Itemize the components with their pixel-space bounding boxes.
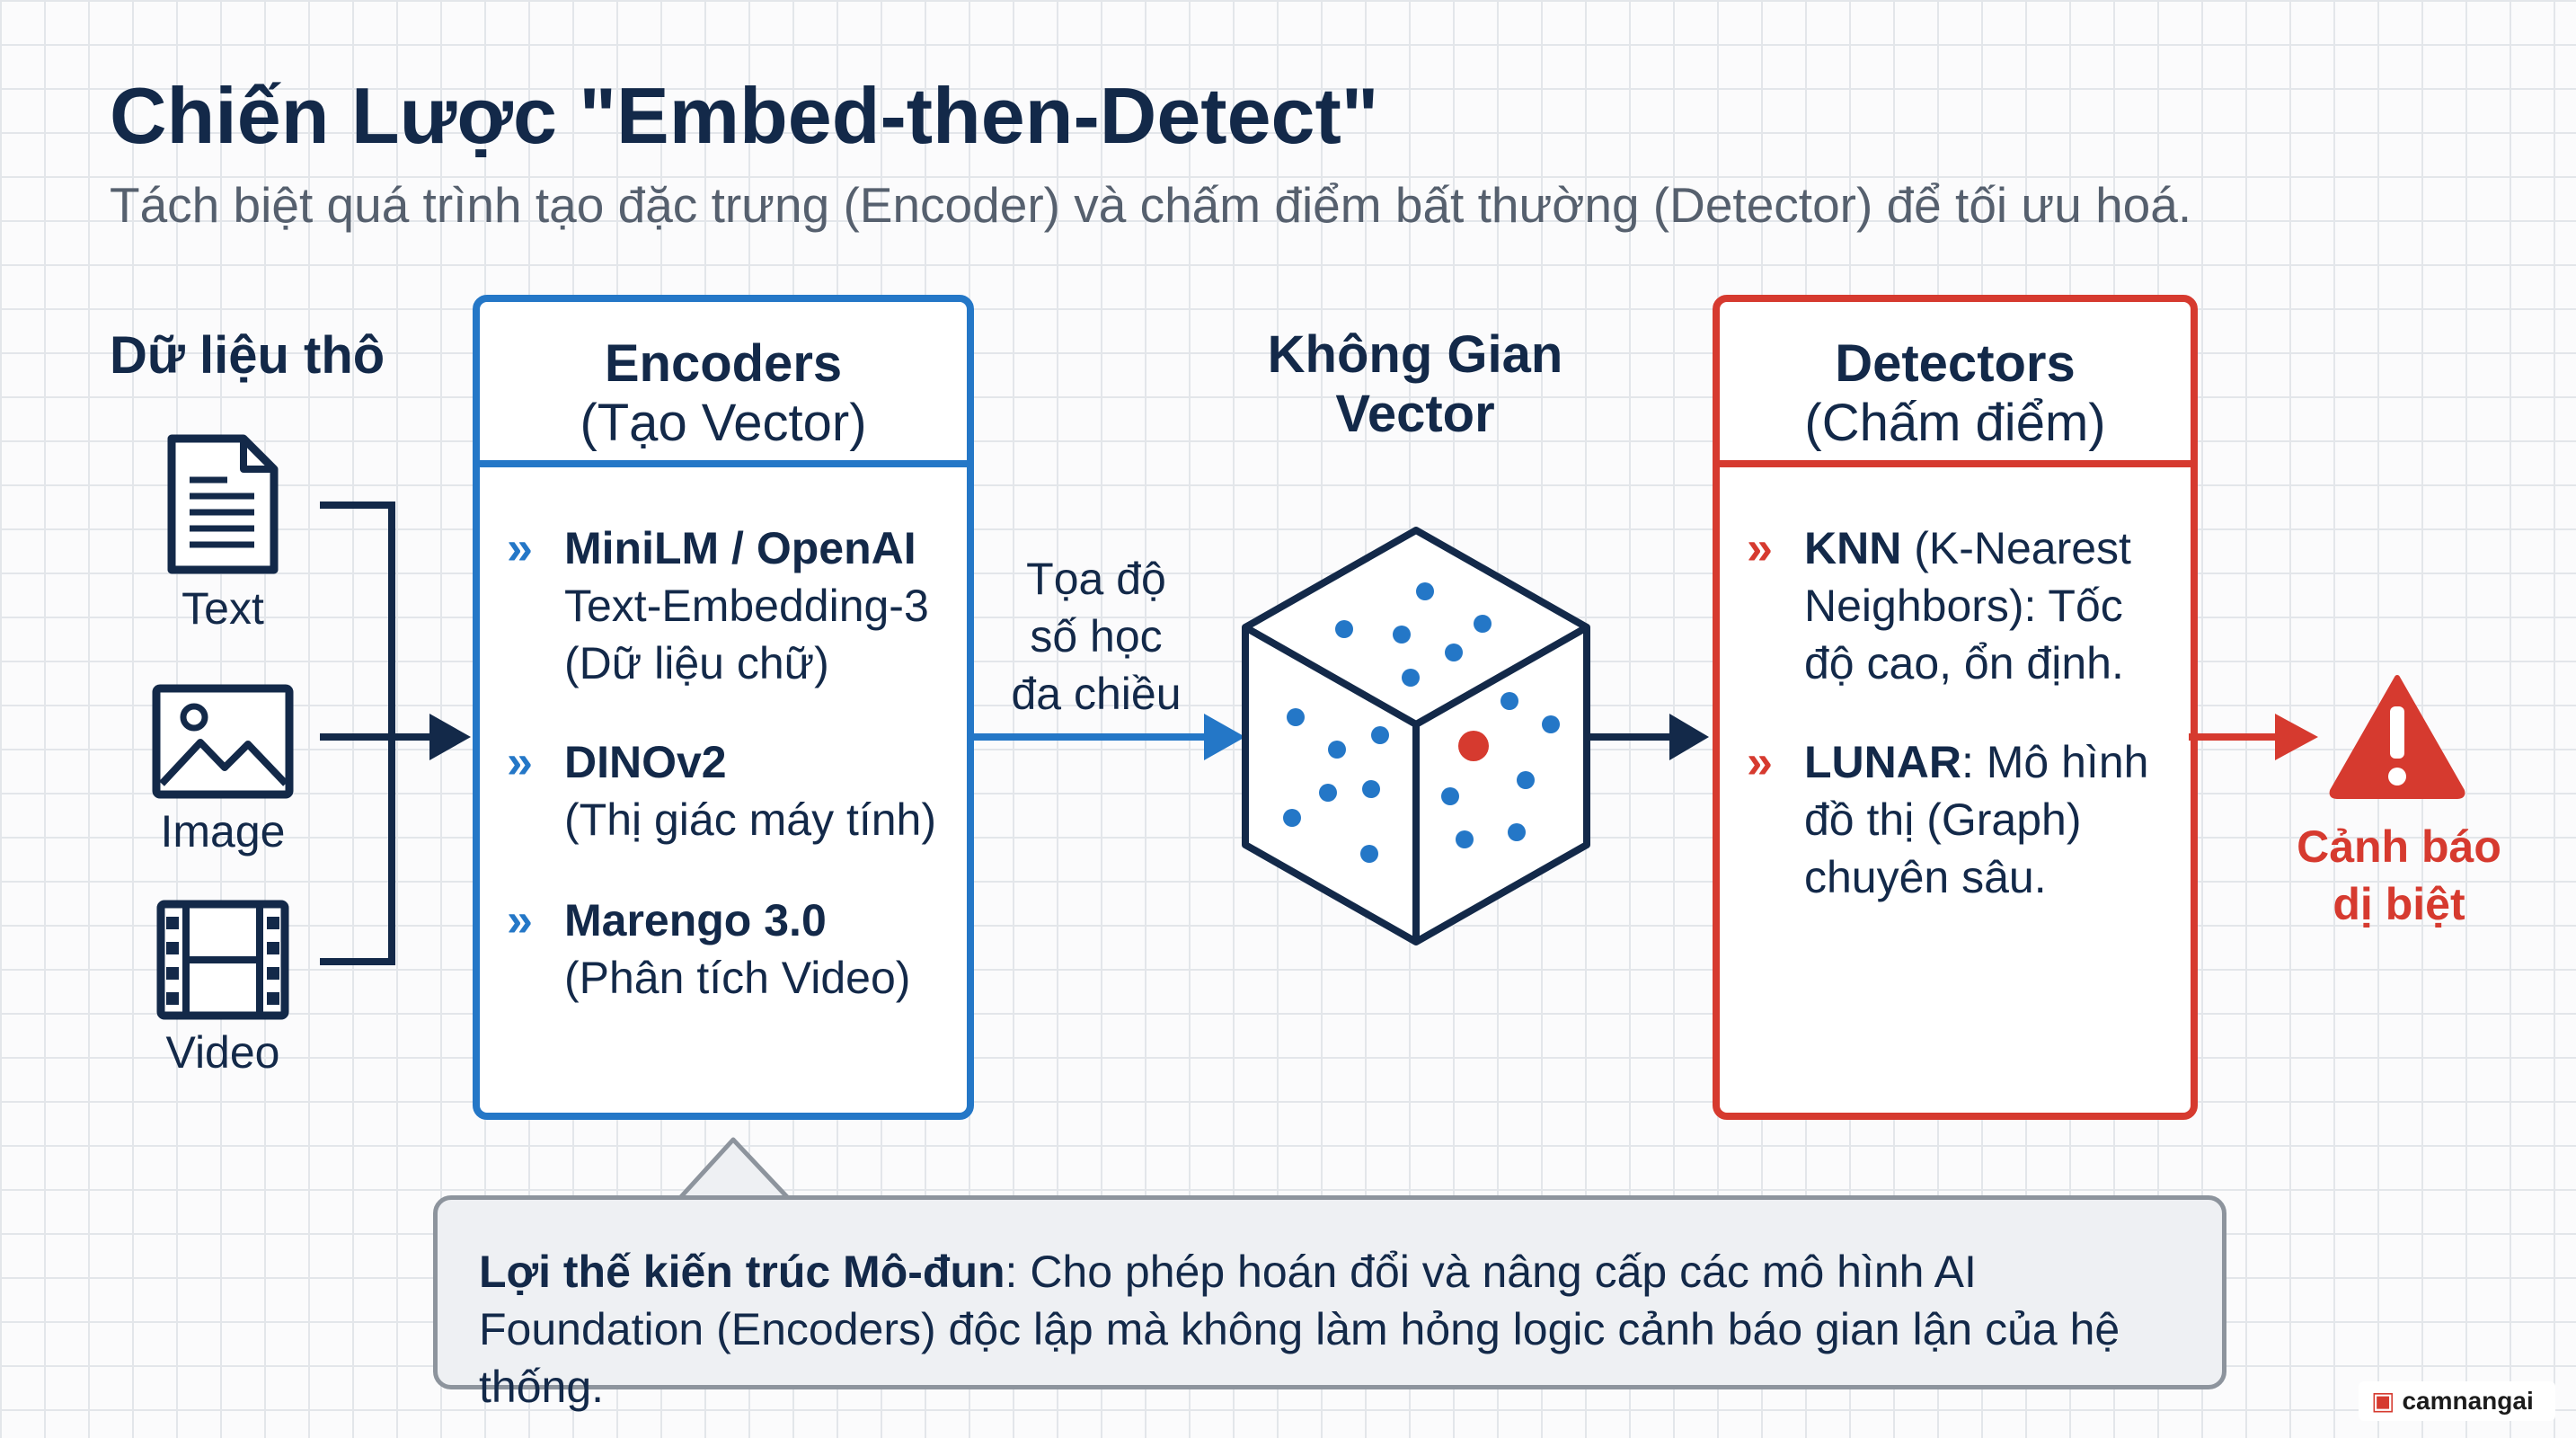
raw-item-text: Text [133, 433, 313, 635]
alert-label: Cảnh báo dị biệt [2255, 818, 2543, 933]
detectors-title: Detectors [1835, 334, 2076, 393]
encoder-item-name: Marengo 3.0 [564, 895, 827, 945]
detector-item-lunar: » LUNAR: Mô hình đồ thị (Graph) chuyên s… [1747, 733, 2182, 906]
vector-space-title: Không Gian Vector [1240, 325, 1590, 444]
page-title: Chiến Lược "Embed-then-Detect" [110, 71, 1379, 160]
encoders-header: Encoders (Tạo Vector) [480, 302, 967, 467]
vector-space-title-line: Vector [1335, 385, 1495, 443]
watermark-text: camnangai [2402, 1387, 2534, 1415]
alert-label-line: Cảnh báo [2297, 821, 2501, 872]
encoder-item-desc: (Thị giác máy tính) [564, 794, 937, 845]
encoder-to-space-arrow [967, 714, 1245, 760]
encoder-item-name: DINOv2 [564, 737, 727, 787]
callout-box: Lợi thế kiến trúc Mô-đun: Cho phép hoán … [433, 1195, 2226, 1412]
chevron-double-right-icon: » [507, 894, 533, 946]
encoders-box: Encoders (Tạo Vector) » MiniLM / OpenAI … [473, 295, 974, 1120]
callout-text: : Cho phép hoán đổi và nâng cấp các mô h… [479, 1247, 2120, 1412]
encoder-item-minilm: » MiniLM / OpenAI Text-Embedding-3 (Dữ l… [507, 519, 958, 692]
encoders-subtitle: (Tạo Vector) [580, 394, 867, 452]
encoder-item-desc: Text-Embedding-3 (Dữ liệu chữ) [564, 581, 929, 688]
cube-icon [1242, 527, 1590, 945]
gift-icon: ▣ [2371, 1387, 2395, 1415]
watermark-badge: ▣camnangai [2359, 1381, 2555, 1421]
connector-label-line: đa chiều [1011, 669, 1182, 719]
detector-item-desc: (K-Nearest Neighbors): Tốc độ cao, ổn đị… [1804, 523, 2131, 688]
detector-item-knn: » KNN (K-Nearest Neighbors): Tốc độ cao,… [1747, 519, 2182, 692]
detectors-box: Detectors (Chấm điểm) » KNN (K-Nearest N… [1713, 295, 2198, 1120]
detector-item-name: KNN [1804, 523, 1902, 573]
detector-item-desc: : Mô hình đồ thị (Graph) chuyên sâu. [1804, 737, 2149, 902]
space-to-detector-arrow [1589, 714, 1709, 760]
callout-pointer [676, 1137, 792, 1203]
detectors-subtitle: (Chấm điểm) [1804, 394, 2106, 452]
detector-item-name: LUNAR [1804, 737, 1961, 787]
raw-data-title: Dữ liệu thô [110, 326, 385, 385]
raw-item-label-video: Video [165, 1027, 280, 1078]
callout-bold: Lợi thế kiến trúc Mô-đun [479, 1247, 1005, 1297]
encoder-item-marengo: » Marengo 3.0 (Phân tích Video) [507, 892, 958, 1007]
chevron-double-right-icon: » [1747, 736, 1773, 788]
encoders-title: Encoders [604, 334, 843, 393]
raw-item-label-text: Text [181, 583, 264, 634]
chevron-double-right-icon: » [507, 736, 533, 788]
connector-label: Tọa độ số học đa chiều [997, 550, 1195, 723]
connector-label-line: số học [1030, 611, 1163, 661]
detectors-header: Detectors (Chấm điểm) [1720, 302, 2191, 467]
alert-label-line: dị biệt [2333, 879, 2465, 929]
chevron-double-right-icon: » [1747, 522, 1773, 574]
vector-space-title-line: Không Gian [1267, 325, 1563, 384]
connector-label-line: Tọa độ [1026, 554, 1166, 604]
document-icon [167, 434, 279, 574]
page-subtitle: Tách biệt quá trình tạo đặc trưng (Encod… [110, 177, 2192, 233]
detector-to-alert-arrow [2189, 714, 2318, 760]
encoder-item-desc: (Phân tích Video) [564, 953, 911, 1003]
encoder-item-dinov2: » DINOv2 (Thị giác máy tính) [507, 733, 958, 848]
warning-icon [2329, 675, 2465, 799]
encoder-item-name: MiniLM / OpenAI [564, 523, 916, 573]
raw-item-label-image: Image [160, 806, 286, 857]
image-icon [152, 684, 294, 799]
raw-item-video: Video [133, 899, 313, 1078]
raw-data-bracket [320, 502, 471, 965]
chevron-double-right-icon: » [507, 522, 533, 574]
raw-item-image: Image [133, 683, 313, 857]
film-icon [156, 900, 289, 1020]
